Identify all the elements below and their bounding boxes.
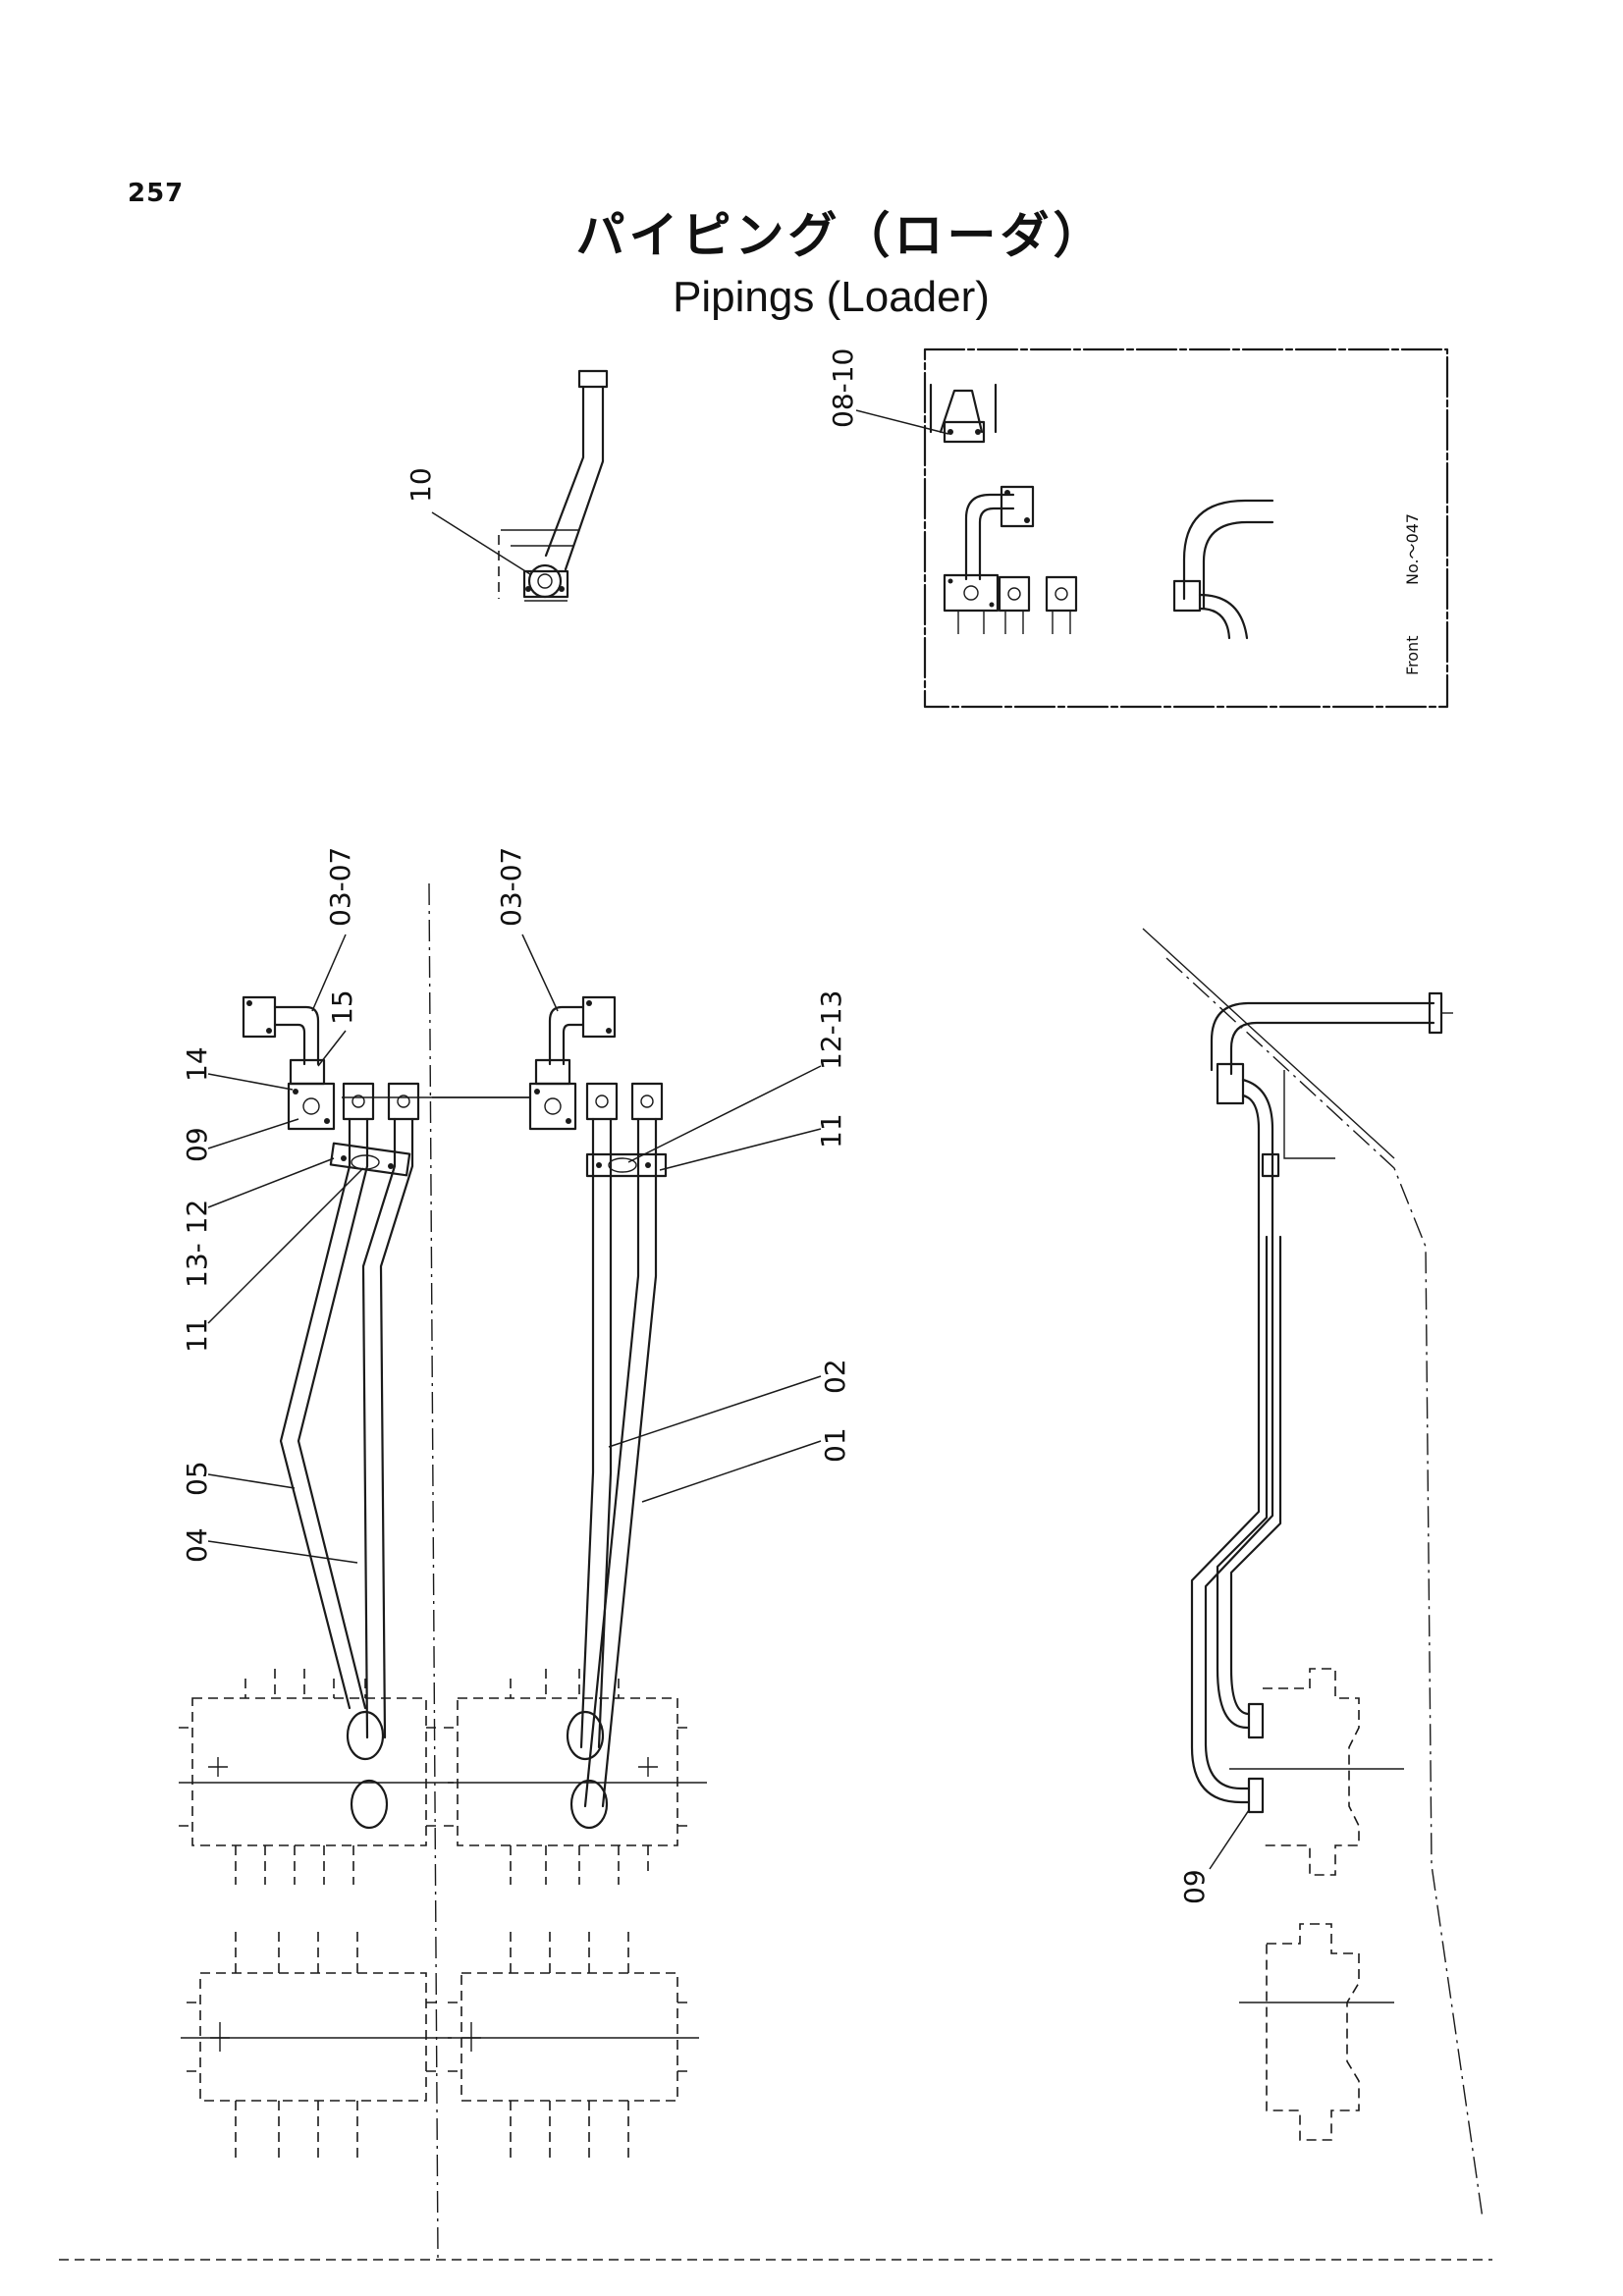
callout-05-left: 05 (181, 1461, 296, 1496)
callout-label: 05 (181, 1461, 213, 1496)
left-control-valve-lower (181, 1932, 452, 2160)
callout-03-07-left: 03-07 (311, 847, 356, 1012)
title-english: Pipings (Loader) (673, 273, 990, 321)
callout-10-top: 10 (405, 467, 531, 575)
callout-08-10: 08-10 (827, 348, 949, 435)
callout-label: 14 (181, 1046, 213, 1082)
top-pipe-detail (498, 369, 609, 602)
callout-03-07-middle: 03-07 (495, 847, 559, 1012)
callout-12-13-middle: 12-13 (627, 990, 847, 1163)
inset-note-front: Front No.～047 (1403, 513, 1422, 675)
inset-front-label: Front (1403, 636, 1422, 675)
callout-label: 12-13 (815, 990, 847, 1070)
callout-label: 01 (819, 1427, 851, 1463)
page-number: 257 (128, 179, 185, 208)
callout-label: 15 (326, 989, 358, 1025)
callout-11-middle: 11 (659, 1113, 847, 1171)
left-control-valve-upper (179, 1669, 454, 1885)
callout-label: 11 (181, 1317, 213, 1353)
callout-label: 11 (815, 1113, 847, 1148)
callout-label: 08-10 (827, 348, 859, 428)
callout-09-side: 09 (1178, 1809, 1250, 1904)
callout-label: 10 (405, 467, 437, 503)
middle-pipe-assembly (432, 995, 668, 1830)
callout-label: 03-07 (495, 847, 527, 927)
right-side-view (1142, 928, 1484, 2219)
callout-label: 02 (819, 1359, 851, 1394)
inset-number-label: No.～047 (1403, 513, 1422, 585)
callout-label: 03-07 (324, 847, 356, 927)
callout-15-left: 15 (317, 989, 358, 1067)
callout-11-left: 11 (181, 1167, 364, 1353)
callout-01-middle: 01 (641, 1427, 851, 1503)
middle-control-valve-upper (444, 1669, 707, 1885)
callout-14-left: 14 (181, 1046, 294, 1091)
callout-label: 09 (181, 1127, 213, 1162)
title-japanese: パイピング（ローダ） (575, 207, 1107, 264)
callout-09-left: 09 (181, 1118, 299, 1162)
callout-02-middle: 02 (608, 1359, 851, 1448)
callout-label: 13- 12 (181, 1200, 213, 1288)
left-pipe-assembly (242, 995, 420, 1830)
callout-13-12-left: 13- 12 (181, 1157, 335, 1288)
inset-detail-box (923, 347, 1449, 709)
callout-label: 04 (181, 1527, 213, 1563)
middle-control-valve-lower (448, 1932, 699, 2160)
callout-04-left: 04 (181, 1527, 358, 1564)
title-block: パイピング（ローダ） Pipings (Loader) (0, 196, 1623, 322)
callout-label: 09 (1178, 1869, 1211, 1904)
